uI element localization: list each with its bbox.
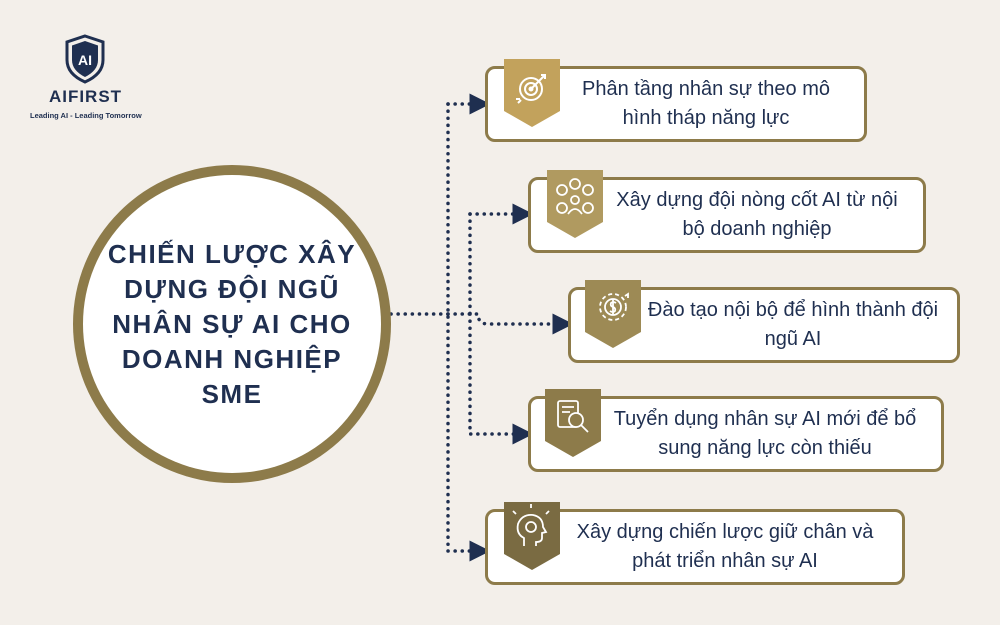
strategy-card-3: Đào tạo nội bộ để hình thành đội ngũ AI — [568, 280, 960, 363]
strategy-card-5: Xây dựng chiến lược giữ chân và phát tri… — [485, 502, 905, 585]
strategy-card-2: Xây dựng đội nòng cốt AI từ nội bộ doanh… — [528, 170, 926, 253]
card-4-badge — [543, 389, 603, 461]
central-hub-circle: CHIẾN LƯỢC XÂY DỰNG ĐỘI NGŨ NHÂN SỰ AI C… — [73, 165, 391, 483]
recruit-search-icon — [557, 400, 589, 433]
card-3-badge — [583, 280, 643, 352]
target-icon — [516, 74, 546, 104]
training-cost-icon — [599, 292, 629, 321]
connector-4 — [468, 312, 534, 445]
card-5-text: Xây dựng chiến lược giữ chân và phát tri… — [576, 521, 874, 572]
card-3-text: Đào tạo nội bộ để hình thành đội ngũ AI — [647, 299, 939, 350]
card-4-text: Tuyển dụng nhân sự AI mới để bổ sung năn… — [613, 408, 917, 459]
logo-monogram: AI — [78, 52, 92, 68]
shield-logo-icon: AI — [65, 34, 105, 84]
brand-name: AIFIRST — [48, 87, 123, 106]
card-2-badge — [545, 170, 605, 242]
strategy-card-1: Phân tầng nhân sự theo mô hình tháp năng… — [485, 59, 867, 142]
card-1-badge — [502, 59, 562, 131]
team-icon — [556, 178, 594, 215]
connector-3 — [446, 312, 574, 335]
brand-tagline: Leading AI - Leading Tomorrow — [30, 111, 142, 120]
brand-logo: AI AIFIRST Leading AI - Leading Tomorrow — [28, 34, 143, 124]
card-1-text: Phân tầng nhân sự theo mô hình tháp năng… — [581, 78, 830, 129]
hub-title: CHIẾN LƯỢC XÂY DỰNG ĐỘI NGŨ NHÂN SỰ AI C… — [107, 238, 357, 409]
card-5-badge — [502, 502, 562, 574]
growth-idea-icon — [512, 504, 550, 546]
strategy-card-4: Tuyển dụng nhân sự AI mới để bổ sung năn… — [528, 389, 944, 472]
card-2-text: Xây dựng đội nòng cốt AI từ nội bộ doanh… — [616, 189, 898, 240]
